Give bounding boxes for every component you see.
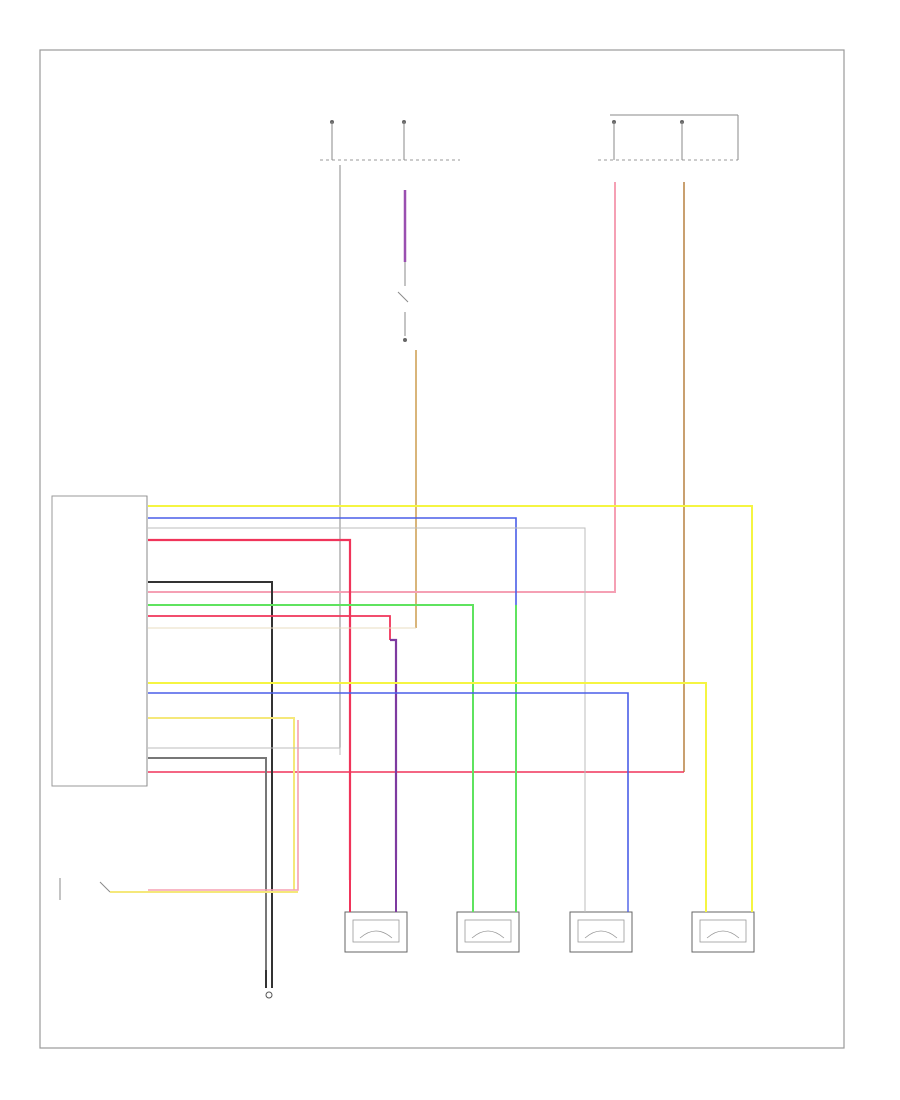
motor-1: [344, 911, 408, 953]
wire-green-1: [148, 604, 474, 880]
wire-red-2: [148, 615, 391, 640]
wire-gray-1: [148, 527, 586, 880]
module-box: [51, 495, 148, 787]
wire-blue-1: [148, 517, 517, 840]
wire-yellow-3: [148, 717, 295, 890]
stoplight-switch: [397, 262, 409, 342]
motor-3: [569, 911, 633, 953]
wire-purple-1: [390, 638, 398, 860]
wire-pink-seat: [148, 720, 299, 891]
ground-point: [265, 970, 273, 999]
wire-pink-battery: [148, 182, 616, 593]
wire-gray-2: [148, 757, 267, 970]
diagram-border: [39, 49, 845, 1049]
wire-blue-2: [148, 692, 629, 880]
motor-2: [456, 911, 520, 953]
wire-black-1: [148, 581, 273, 970]
wire-yellow-2: [148, 682, 707, 880]
wire-gray-3: [148, 747, 341, 755]
fuse-box-2: [598, 114, 739, 161]
fuse-box-1: [320, 120, 460, 161]
motor-4: [691, 911, 755, 953]
wire-yellow-1: [148, 505, 753, 880]
wire-red-1: [148, 538, 352, 880]
control-module: [51, 495, 148, 787]
seat-switch: [59, 878, 298, 900]
